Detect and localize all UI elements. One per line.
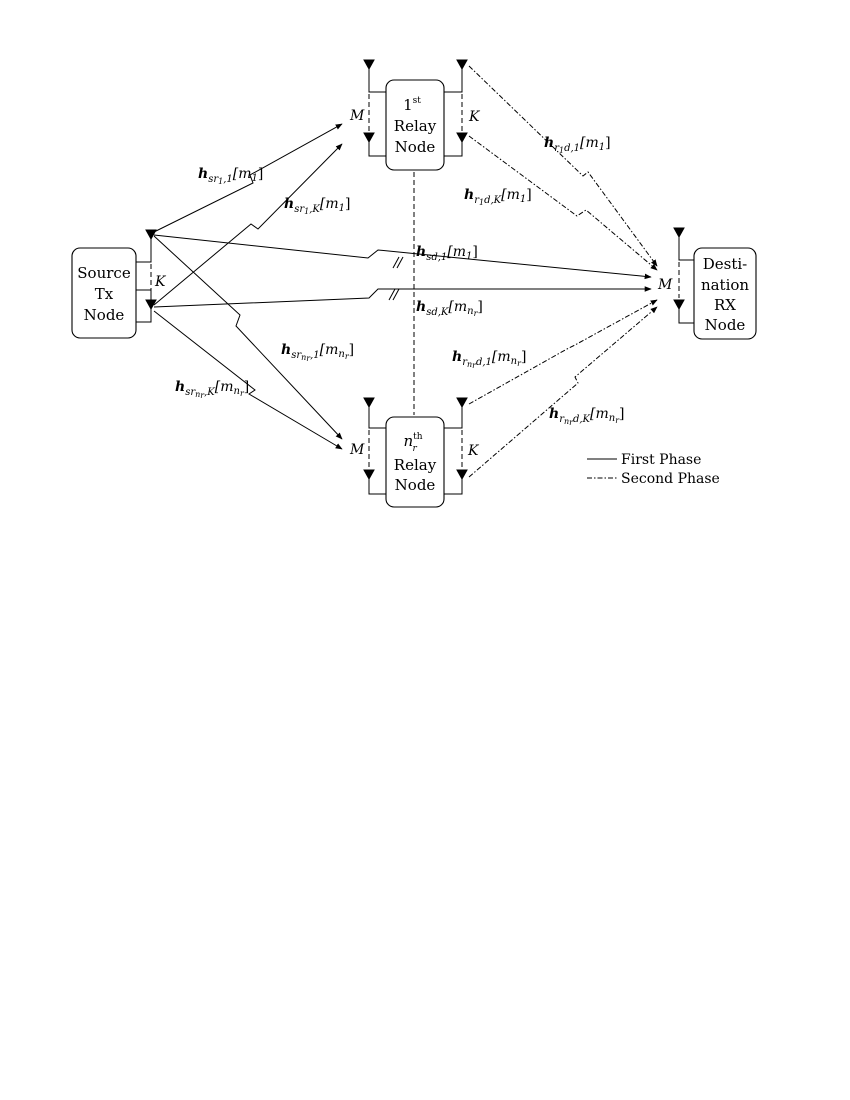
label-h-r1d-1: hr1d,1[m1] (544, 135, 611, 155)
destination-line4: Node (705, 316, 746, 334)
label-h-sr1-1: hsr1,1[m1] (198, 166, 263, 186)
relay-first-right-count: K (468, 109, 481, 125)
destination-line3: RX (714, 296, 736, 314)
label-h-sr1-K: hsr1,K[m1] (284, 196, 350, 216)
relay-first-line3: Node (395, 138, 436, 156)
destination-node-box (693, 247, 757, 340)
link-srnr-1 (153, 235, 343, 440)
label-h-rnrd-K: hrnrd,K[mnr] (549, 406, 625, 427)
label-h-srnr-K: hsrnr,K[mnr] (175, 379, 249, 400)
relay-first-label: 1st (403, 96, 421, 114)
link-sd-1 (153, 234, 652, 280)
destination-line2: nation (701, 276, 749, 294)
relay-last-right-top-antenna-icon (444, 397, 468, 429)
relay-first-right-top-antenna-icon (444, 59, 468, 93)
relay-last-left-top-antenna-icon (363, 397, 386, 429)
link-rnrd-1 (468, 299, 658, 405)
relay-first-left-top-antenna-icon (363, 59, 386, 93)
legend-second-phase: Second Phase (621, 471, 720, 487)
source-antenna-bottom-icon (136, 289, 157, 323)
source-antenna-count: K (154, 274, 167, 290)
link-r1d-K (468, 135, 658, 271)
relay-last-right-bottom-antenna-icon (444, 469, 468, 495)
label-h-rnrd-1: hrnrd,1[mnr] (452, 349, 526, 370)
link-sr1-K (153, 143, 343, 306)
relay-last-left-count: M (349, 442, 365, 458)
link-rnrd-K (468, 306, 658, 478)
relay-first-left-bottom-antenna-icon (363, 132, 386, 157)
relay-last-left-bottom-antenna-icon (363, 469, 386, 495)
legend: First Phase Second Phase (587, 452, 720, 487)
source-antenna-top-icon (136, 229, 157, 263)
link-sr1-1 (153, 123, 343, 233)
label-h-r1d-K: hr1d,K[m1] (464, 187, 532, 207)
source-node-line2: Tx (95, 285, 114, 303)
relay-last-line3: Node (395, 476, 436, 494)
legend-first-phase: First Phase (621, 452, 701, 468)
relay-first-node-box (385, 79, 445, 171)
relay-last-line2: Relay (394, 456, 437, 474)
link-r1d-1 (468, 65, 658, 267)
destination-top-antenna-icon (673, 227, 694, 261)
source-node-line1: Source (77, 264, 131, 282)
break-mark-sd-K (388, 288, 400, 301)
label-h-srnr-1: hsrnr,1[mnr] (281, 342, 354, 363)
label-h-sd-K: hsd,K[mnr] (416, 299, 483, 318)
destination-bottom-antenna-icon (673, 299, 694, 324)
destination-line1: Desti- (703, 255, 748, 273)
label-h-sd-1: hsd,1[m1] (416, 244, 478, 263)
relay-last-right-count: K (467, 443, 480, 459)
break-mark-sd-1 (392, 256, 404, 269)
source-node-box (71, 247, 137, 339)
relay-first-right-bottom-antenna-icon (444, 132, 468, 157)
source-node-line3: Node (84, 306, 125, 324)
relay-first-line2: Relay (394, 117, 437, 135)
destination-count: M (657, 277, 673, 293)
relay-first-left-count: M (349, 108, 365, 124)
link-sd-K (153, 286, 652, 308)
relay-last-node-box (385, 416, 445, 508)
link-srnr-K (153, 310, 343, 450)
